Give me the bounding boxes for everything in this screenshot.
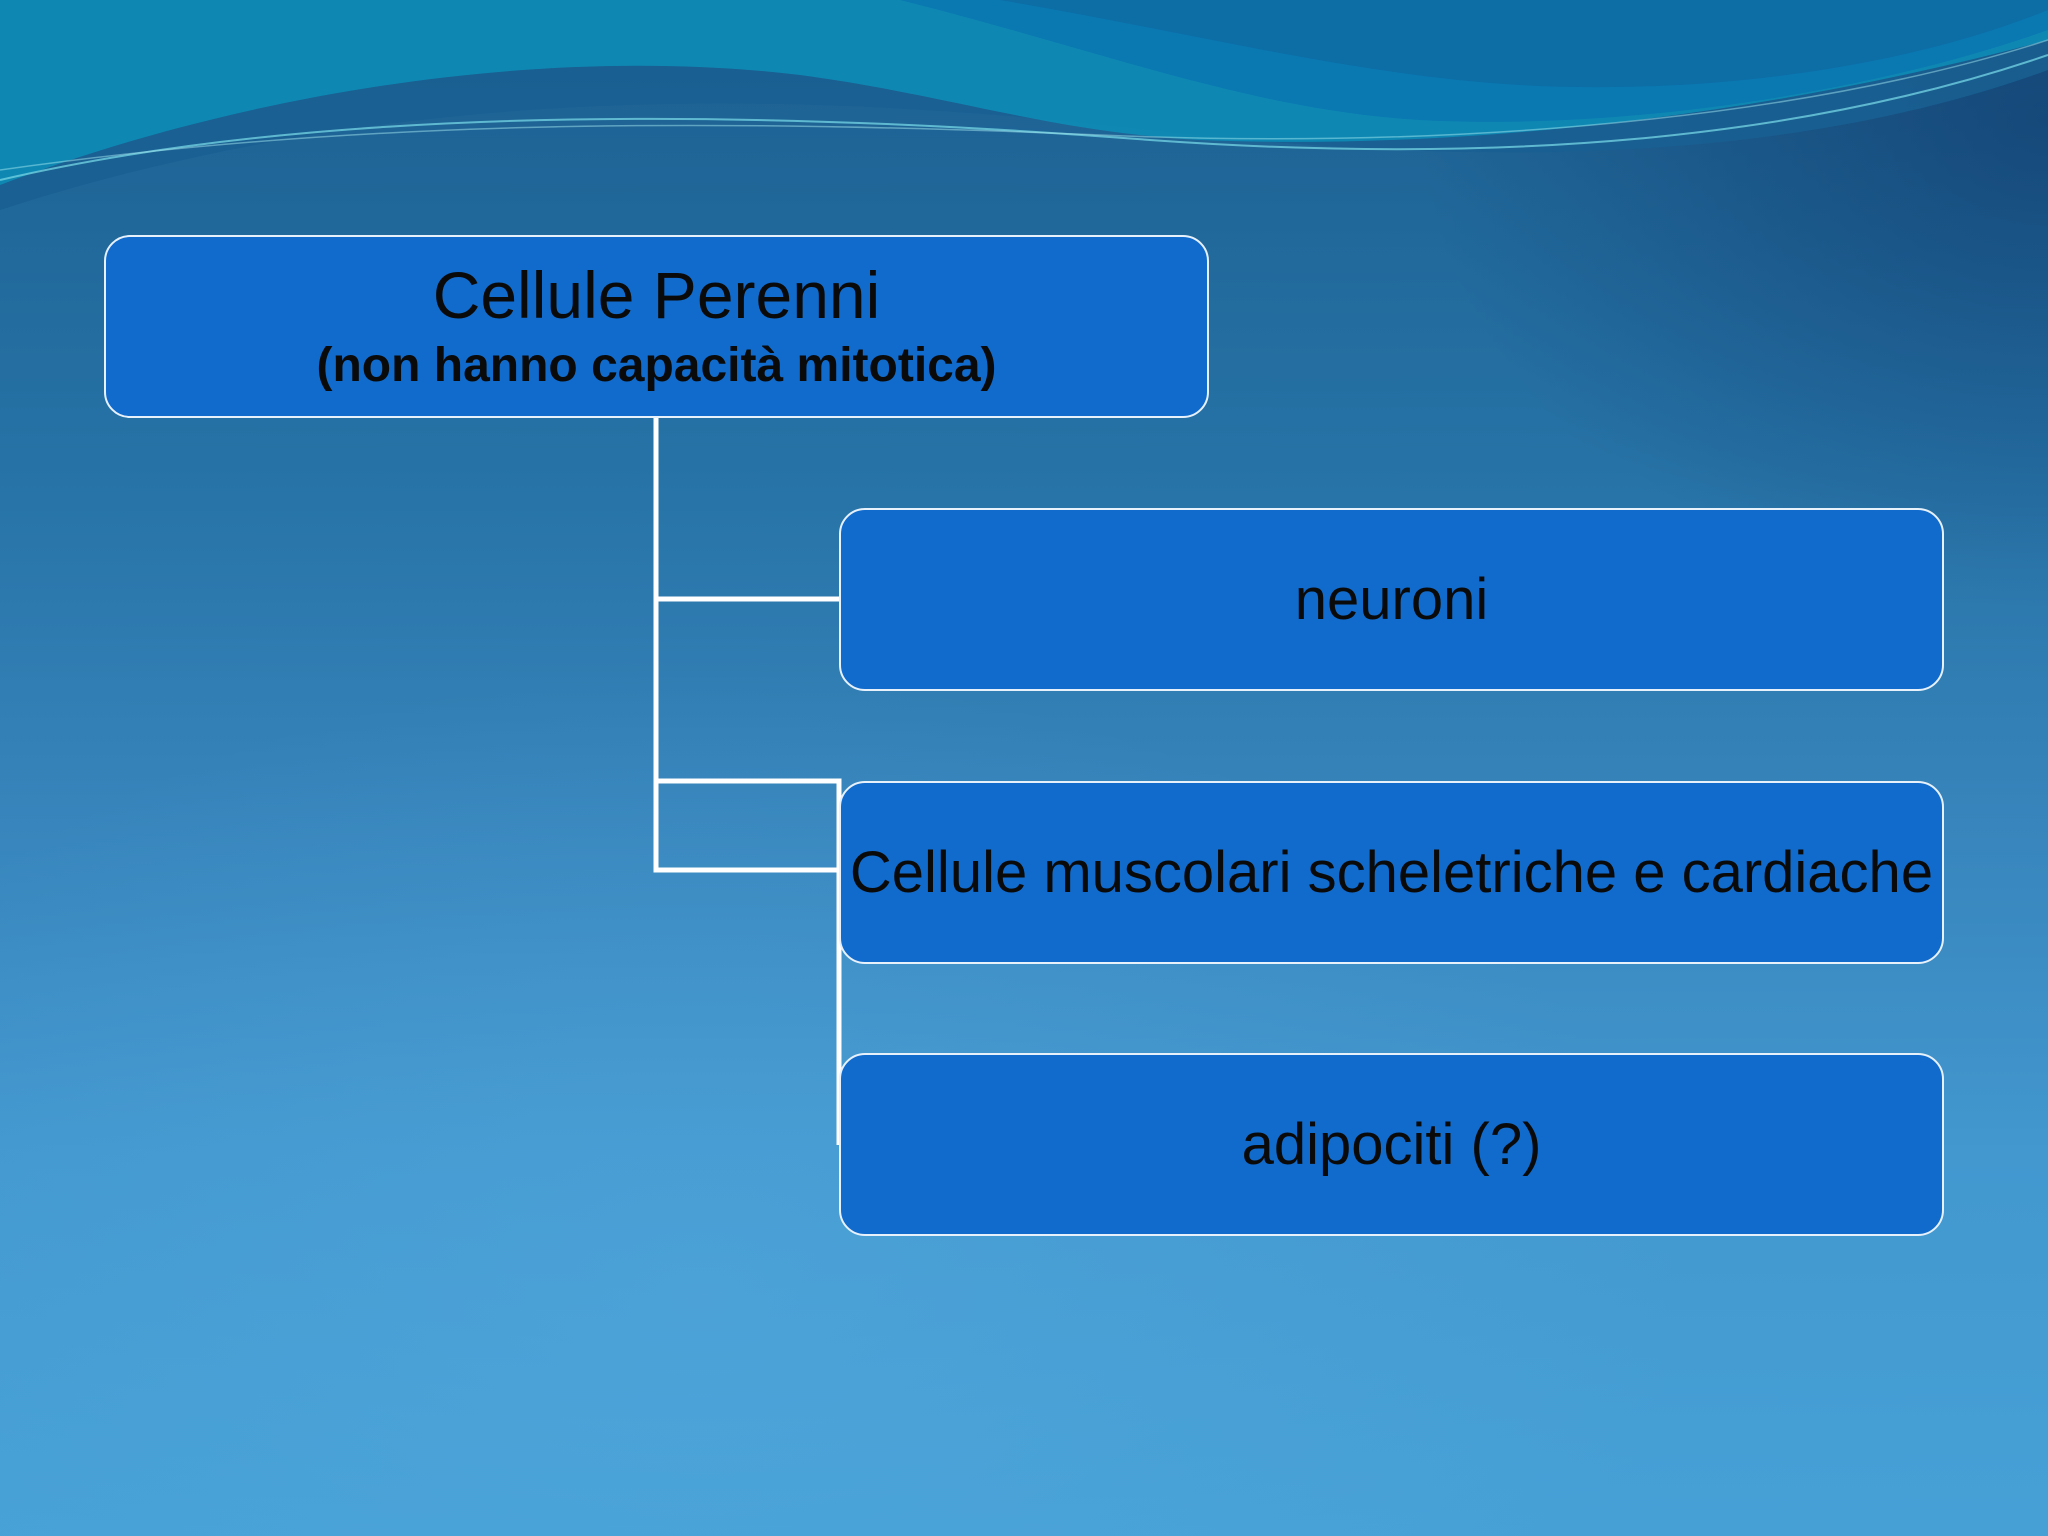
child-node-muscolari: Cellule muscolari scheletriche e cardiac… <box>839 781 1944 964</box>
root-node-title: Cellule Perenni <box>432 257 881 332</box>
header-wave-decoration <box>0 0 2048 210</box>
trunk-connector <box>653 418 839 873</box>
branch-connector-muscolari <box>656 778 842 1145</box>
child-node-label: adipociti (?) <box>1241 1112 1542 1177</box>
child-node-neuroni: neuroni <box>839 508 1944 691</box>
root-node-cellule-perenni: Cellule Perenni (non hanno capacità mito… <box>104 235 1209 418</box>
child-node-label: neuroni <box>1294 567 1489 632</box>
child-node-label: Cellule muscolari scheletriche e cardiac… <box>849 840 1934 905</box>
root-node-subtitle: (non hanno capacità mitotica) <box>316 338 997 392</box>
child-node-adipociti: adipociti (?) <box>839 1053 1944 1236</box>
